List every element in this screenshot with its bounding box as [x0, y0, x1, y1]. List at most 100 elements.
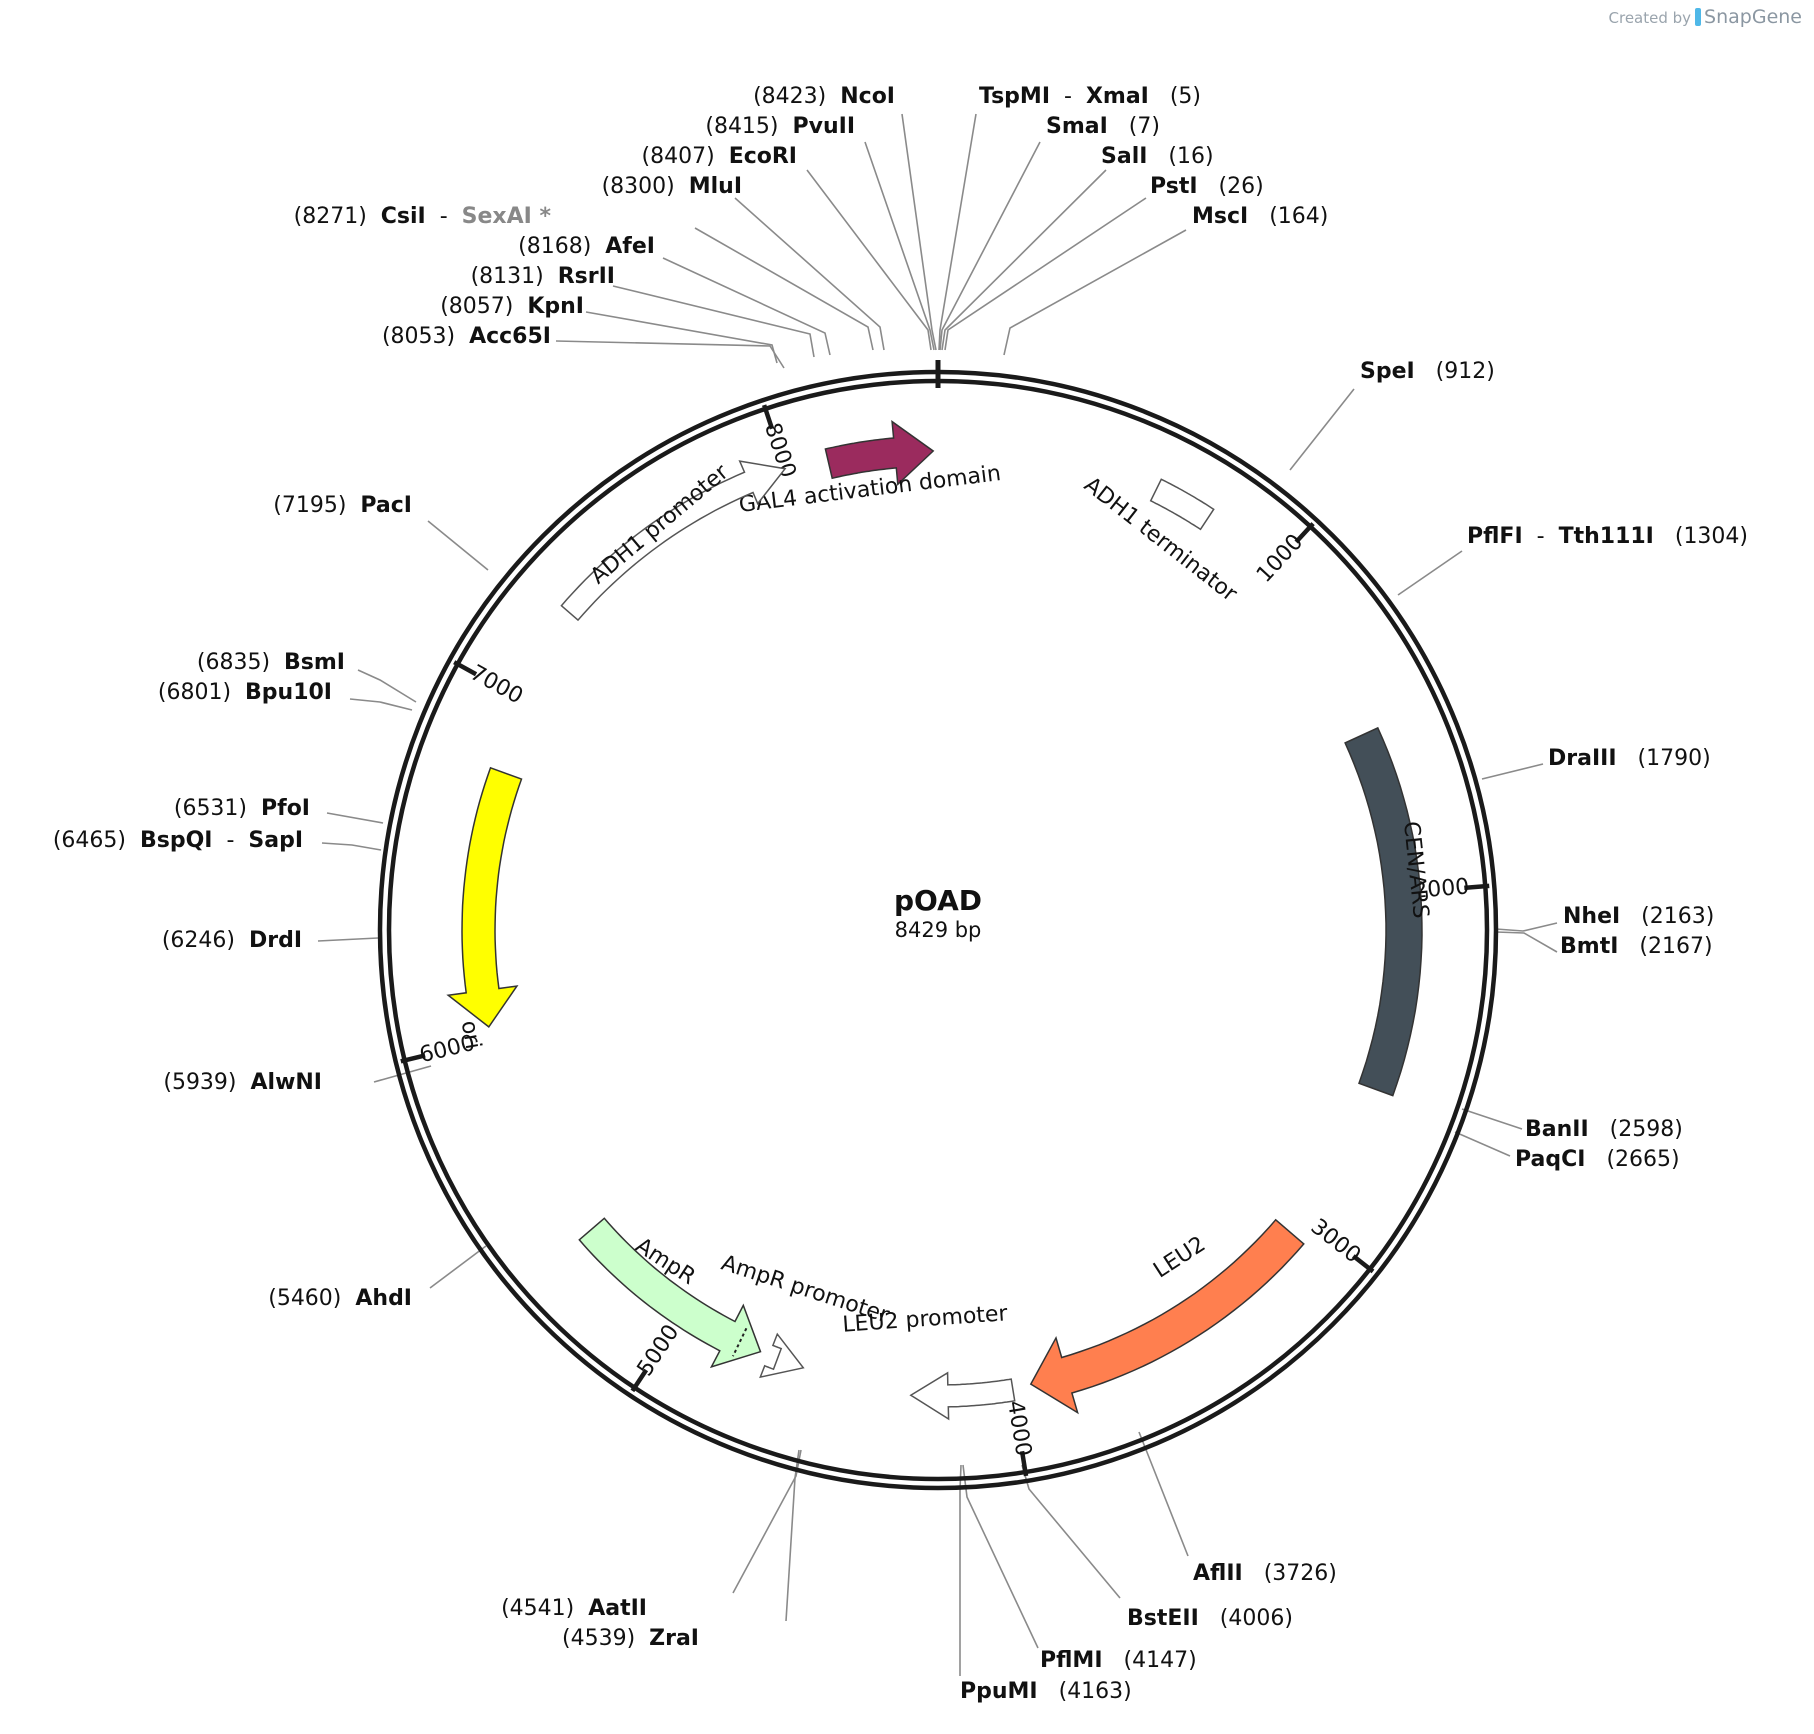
site-paci[interactable]: (7195) PacI: [273, 493, 412, 518]
site-enzyme: AhdI: [355, 1286, 412, 1311]
site-tspmi[interactable]: TspMI - XmaI (5): [979, 84, 1201, 109]
site-paci-leader: [427, 520, 489, 571]
site-spei[interactable]: SpeI (912): [1360, 359, 1495, 384]
site-smai[interactable]: SmaI (7): [1046, 114, 1160, 139]
site-bspqi[interactable]: (6465) BspQI - SapI: [53, 828, 303, 853]
adh1-terminator-feature[interactable]: [1149, 478, 1215, 531]
site-ahdi[interactable]: (5460) AhdI: [268, 1286, 412, 1311]
ruler-tick: [1351, 1254, 1375, 1274]
ruler-tick: [453, 660, 478, 677]
site-separator: -: [1050, 84, 1086, 109]
site-position: (2167): [1618, 934, 1712, 959]
site-enzyme: AfeI: [605, 234, 655, 259]
site-position: (6246): [162, 928, 249, 953]
ampr-feature[interactable]: [578, 1217, 762, 1369]
site-position: (6835): [197, 650, 284, 675]
site-draiii[interactable]: DraIII (1790): [1548, 746, 1711, 771]
ruler-tick: [1464, 883, 1490, 891]
site-enzyme-2: SapI: [248, 828, 303, 853]
site-csii[interactable]: (8271) CsiI - SexAI *: [294, 204, 552, 229]
site-afei-leader: [662, 257, 831, 356]
site-zrai[interactable]: (4539) ZraI: [562, 1626, 699, 1651]
svg-text:(8057) KpnI: (8057) KpnI: [440, 294, 584, 319]
site-acc65i-leader: [555, 340, 785, 369]
leu2-feature[interactable]: [1029, 1218, 1305, 1415]
site-position: (912): [1415, 359, 1495, 384]
site-enzyme: SalI: [1101, 144, 1147, 169]
svg-text:(4539) ZraI: (4539) ZraI: [562, 1626, 699, 1651]
site-bmti[interactable]: BmtI (2167): [1560, 934, 1713, 959]
svg-text:(4541) AatII: (4541) AatII: [501, 1596, 647, 1621]
site-ppumi[interactable]: PpuMI (4163): [960, 1679, 1132, 1704]
svg-text:(5460) AhdI: (5460) AhdI: [268, 1286, 412, 1311]
site-ecori[interactable]: (8407) EcoRI: [642, 144, 797, 169]
site-position: (8300): [602, 174, 689, 199]
site-drdi[interactable]: (6246) DrdI: [162, 928, 302, 953]
site-enzyme-2: SexAI *: [462, 204, 552, 229]
adh1-promoter-feature[interactable]: [560, 460, 787, 622]
site-sali[interactable]: SalI (16): [1101, 144, 1214, 169]
svg-text:(8415) PvuII: (8415) PvuII: [705, 114, 855, 139]
site-acc65i[interactable]: (8053) Acc65I: [382, 324, 551, 349]
site-kpni[interactable]: (8057) KpnI: [440, 294, 584, 319]
site-position: (2163): [1620, 904, 1714, 929]
leu2-promoter-feature[interactable]: [909, 1371, 1016, 1421]
site-nhei[interactable]: NheI (2163): [1563, 904, 1714, 929]
site-enzyme: PaqCI: [1515, 1147, 1585, 1172]
site-enzyme: CsiI: [381, 204, 426, 229]
site-banii-leader: [1461, 1108, 1523, 1130]
site-enzyme: RsrII: [558, 264, 615, 289]
site-bpu10i[interactable]: (6801) Bpu10I: [158, 680, 332, 705]
svg-text:SmaI (7): SmaI (7): [1046, 114, 1160, 139]
site-bsteii[interactable]: BstEII (4006): [1127, 1606, 1293, 1631]
site-alwni[interactable]: (5939) AlwNI: [163, 1070, 322, 1095]
site-mlui[interactable]: (8300) MluI: [602, 174, 742, 199]
svg-text:SalI (16): SalI (16): [1101, 144, 1214, 169]
site-msci[interactable]: MscI (164): [1192, 204, 1328, 229]
site-csii-leader: [694, 227, 874, 351]
ruler-tick: [762, 404, 775, 430]
site-enzyme: BanII: [1525, 1117, 1589, 1142]
site-enzyme: PacI: [360, 493, 412, 518]
site-bsmi[interactable]: (6835) BsmI: [197, 650, 345, 675]
site-aatii[interactable]: (4541) AatII: [501, 1596, 647, 1621]
ori-feature[interactable]: [446, 766, 523, 1028]
site-pflfi[interactable]: PflFI - Tth111I (1304): [1467, 524, 1748, 549]
site-enzyme: TspMI: [979, 84, 1050, 109]
site-position: (4006): [1199, 1606, 1293, 1631]
ampr-promoter-feature[interactable]: [759, 1332, 805, 1379]
site-enzyme: AflII: [1193, 1561, 1243, 1586]
site-enzyme: BmtI: [1560, 934, 1618, 959]
site-psti[interactable]: PstI (26): [1150, 174, 1264, 199]
svg-text:(8131) RsrII: (8131) RsrII: [471, 264, 615, 289]
site-ecori-leader: [806, 169, 932, 351]
ori-label: ori: [456, 1019, 486, 1052]
site-pflmi[interactable]: PflMI (4147): [1040, 1648, 1197, 1673]
site-position: (26): [1198, 174, 1264, 199]
site-rsrii[interactable]: (8131) RsrII: [471, 264, 615, 289]
svg-text:PstI (26): PstI (26): [1150, 174, 1264, 199]
site-position: (7195): [273, 493, 360, 518]
site-aatii-leader: [732, 1449, 802, 1594]
site-ncoi[interactable]: (8423) NcoI: [753, 84, 895, 109]
site-enzyme: EcoRI: [729, 144, 797, 169]
site-pflfi-leader: [1397, 550, 1463, 596]
plasmid-name: pOAD: [894, 884, 982, 917]
site-afei[interactable]: (8168) AfeI: [518, 234, 655, 259]
credit-brand: SnapGene: [1704, 6, 1802, 28]
site-mlui-leader: [734, 197, 885, 351]
site-aflii[interactable]: AflII (3726): [1193, 1561, 1337, 1586]
gal4-activation-domain-feature[interactable]: [824, 420, 935, 486]
site-paqci[interactable]: PaqCI (2665): [1515, 1147, 1680, 1172]
site-pfoi[interactable]: (6531) PfoI: [174, 796, 310, 821]
tick-label: 2000: [1412, 874, 1470, 903]
site-position: (6465): [53, 828, 140, 853]
site-banii[interactable]: BanII (2598): [1525, 1117, 1683, 1142]
site-position: (6801): [158, 680, 245, 705]
site-sali-leader: [941, 169, 1107, 351]
svg-text:(5939) AlwNI: (5939) AlwNI: [163, 1070, 322, 1095]
svg-text:AflII (3726): AflII (3726): [1193, 1561, 1337, 1586]
cen-ars-feature[interactable]: [1344, 726, 1423, 1097]
site-pvuii[interactable]: (8415) PvuII: [705, 114, 855, 139]
